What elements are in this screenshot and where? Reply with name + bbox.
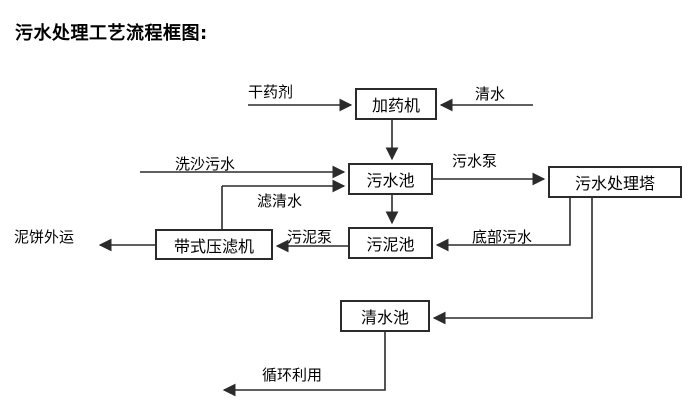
label-sewage-pump: 污水泵 <box>452 152 498 170</box>
node-sludge-pool: 污泥池 <box>348 227 433 259</box>
node-dosing-machine: 加药机 <box>355 88 437 120</box>
label-sludge-pump: 污泥泵 <box>287 228 333 246</box>
node-belt-filter-press: 带式压滤机 <box>155 229 273 260</box>
label-clean-water: 清水 <box>475 85 506 103</box>
node-clean-water-pool: 清水池 <box>340 300 430 332</box>
label-bottom-sewage: 底部污水 <box>472 228 533 246</box>
page-title: 污水处理工艺流程框图: <box>15 23 208 44</box>
label-recycle: 循环利用 <box>262 366 323 384</box>
label-mud-cake-out: 泥饼外运 <box>14 228 75 246</box>
node-sewage-pool: 污水池 <box>348 163 433 195</box>
label-sand-washing-sewage: 洗沙污水 <box>175 155 236 173</box>
label-dry-agent: 干药剂 <box>248 83 294 101</box>
label-filtered-water: 滤清水 <box>257 192 303 210</box>
node-treatment-tower: 污水处理塔 <box>548 166 682 198</box>
